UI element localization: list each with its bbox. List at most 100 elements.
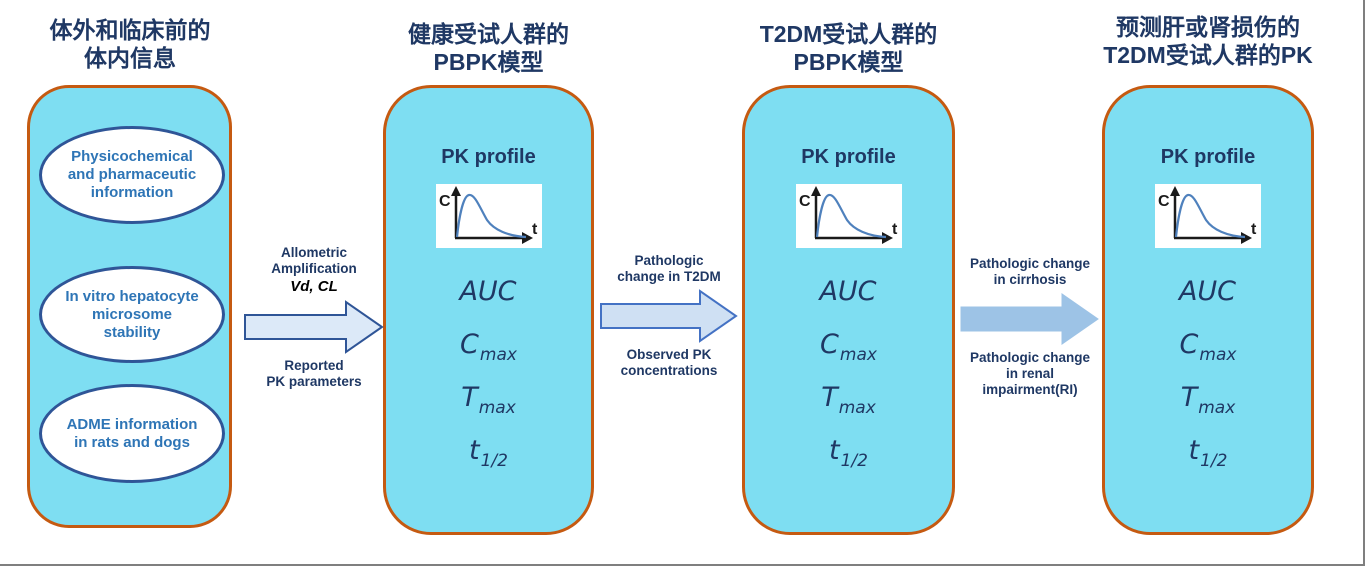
pk-parameter-auc: AUC [745, 276, 952, 329]
arrow-label-below: PK parameters [266, 374, 362, 389]
pk-curve-thumbnail: C t [1155, 184, 1261, 248]
ellipse-text: Physicochemical and pharmaceutic informa… [68, 148, 196, 202]
flow-arrow-icon [244, 300, 384, 354]
flow-arrow-icon [960, 293, 1099, 345]
pk-curve-thumbnail: C t [435, 184, 542, 248]
pk-profile-label: PK profile [1160, 146, 1256, 168]
ellipse-line: microsome [91, 305, 173, 323]
t-axis-label: t [1251, 221, 1257, 238]
y-axis-arrowhead [450, 186, 461, 196]
pk-parameters-list: AUC Cmax Tmax t1/2 [1105, 276, 1311, 488]
stage-title-predicted-pk: 预测肝或肾损伤的 T2DM受试人群的PK [1078, 13, 1338, 70]
pk-parameter-thalf: t1/2 [386, 435, 591, 488]
stage-title-line: PBPK模型 [433, 49, 544, 76]
stage-title-line: T2DM受试人群的PK [1103, 42, 1313, 69]
ellipse-line: ADME information [66, 415, 198, 433]
ellipse-line: and pharmaceutic [67, 166, 197, 183]
y-axis-arrowhead [810, 186, 821, 196]
pk-parameters-list: AUC Cmax Tmax t1/2 [386, 276, 591, 488]
arrow-label-above: Pathologic [634, 253, 704, 268]
c-axis-label: C [799, 193, 811, 210]
param-base: t [829, 435, 840, 466]
concentration-curve [815, 193, 886, 239]
arrow-label-above: Allometric [280, 245, 348, 260]
param-base: T [461, 382, 478, 413]
param-base: C [1179, 329, 1199, 360]
pk-profile-label: PK profile [801, 146, 896, 168]
pk-parameter-auc: AUC [1105, 276, 1311, 329]
block-arrow-shape [960, 293, 1099, 345]
arrow-label-above: change in T2DM [617, 269, 721, 284]
input-ellipse-adme: ADME information in rats and dogs [39, 384, 225, 483]
block-arrow-shape [244, 300, 384, 354]
stage-box-predicted-pk: PK profile C t AUC Cmax Tmax t1/2 [1102, 85, 1314, 535]
c-axis-label: C [439, 193, 451, 210]
param-base: t [1188, 435, 1200, 466]
x-axis-arrowhead [521, 232, 533, 244]
x-axis-arrowhead [881, 232, 893, 244]
arrow-label-below: in renal [1005, 366, 1054, 381]
param-base: t [469, 435, 480, 466]
ellipse-text: ADME information in rats and dogs [67, 416, 198, 452]
ellipse-line: In vitro hepatocyte [65, 287, 199, 305]
pk-profile-label: PK profile [441, 146, 536, 168]
param-base: T [821, 382, 838, 413]
pk-curve-icon: C t [799, 186, 898, 244]
pk-parameter-auc: AUC [386, 276, 591, 329]
pk-parameter-cmax: Cmax [1105, 329, 1311, 382]
param-sub: max [479, 345, 517, 365]
stage-title-line: 体外和临床前的 [49, 17, 211, 43]
param-sub: 1/2 [1200, 451, 1228, 471]
arrow-label-below: Reported [284, 358, 344, 373]
pk-curve-thumbnail: C t [795, 184, 902, 248]
param-base: T [1180, 382, 1198, 413]
param-base: AUC [459, 276, 517, 307]
ellipse-line: stability [103, 323, 161, 341]
pk-parameter-thalf: t1/2 [1105, 435, 1311, 488]
arrow-label-above: Amplification [271, 261, 357, 276]
x-axis-arrowhead [1241, 232, 1252, 244]
stage-box-t2dm-pbpk: PK profile C t AUC Cmax Tmax t1/2 [742, 85, 955, 535]
y-axis-arrowhead [1170, 186, 1180, 196]
param-sub: max [839, 345, 877, 365]
param-base: AUC [819, 276, 877, 307]
pk-parameter-tmax: Tmax [745, 382, 952, 435]
pk-parameter-thalf: t1/2 [745, 435, 952, 488]
pk-parameter-cmax: Cmax [386, 329, 591, 382]
flow-arrow-icon [600, 289, 738, 343]
arrow-group-t2dm-change: Pathologic change in T2DM Observed PK co… [598, 253, 740, 379]
arrow-label-below: impairment(RI) [982, 382, 1078, 397]
param-sub: max [1199, 345, 1237, 365]
concentration-curve [455, 193, 526, 239]
stage-title-line: 预测肝或肾损伤的 [1116, 14, 1300, 40]
t-axis-label: t [892, 221, 898, 238]
block-arrow-shape [600, 289, 738, 343]
arrow-label-below: Observed PK [626, 347, 712, 362]
ellipse-line: information [90, 184, 174, 201]
ellipse-text: In vitro hepatocyte microsome stability [65, 288, 198, 342]
concentration-curve [1174, 193, 1246, 239]
stage-box-healthy-pbpk: PK profile C t AUC Cmax Tmax t1/2 [383, 85, 594, 535]
param-sub: max [1198, 398, 1236, 418]
stage-title-healthy-pbpk: 健康受试人群的 PBPK模型 [372, 20, 605, 77]
arrow-label-below: concentrations [620, 363, 718, 378]
param-base: AUC [1178, 276, 1237, 307]
param-sub: 1/2 [840, 451, 868, 471]
pk-curve-icon: C t [439, 186, 538, 244]
param-base: C [460, 329, 479, 360]
stage-box-preclinical-inputs: Physicochemical and pharmaceutic informa… [27, 85, 232, 528]
pk-parameter-tmax: Tmax [386, 382, 591, 435]
param-base: C [820, 329, 839, 360]
param-sub: 1/2 [480, 451, 508, 471]
arrow-group-allometric: Allometric Amplification Vd, CL Reported… [243, 245, 385, 390]
pk-parameter-cmax: Cmax [745, 329, 952, 382]
pk-parameter-tmax: Tmax [1105, 382, 1311, 435]
stage-title-t2dm-pbpk: T2DM受试人群的 PBPK模型 [731, 20, 966, 77]
arrow-group-cirrhosis-ri: Pathologic change in cirrhosis Pathologi… [957, 256, 1103, 398]
arrow-label-above: Pathologic change [969, 256, 1091, 271]
t-axis-label: t [532, 221, 538, 238]
ellipse-line: Physicochemical [71, 148, 193, 165]
param-sub: max [478, 398, 516, 418]
input-ellipse-physicochemical: Physicochemical and pharmaceutic informa… [39, 126, 225, 224]
